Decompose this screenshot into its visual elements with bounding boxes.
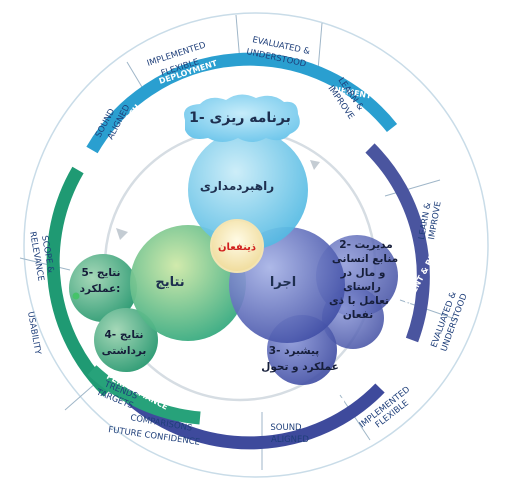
outer-ring [23,12,489,478]
step4-line2: برداشتی [102,345,147,357]
step3-line2: عملکرد و تحول [261,361,339,373]
ring-label-approach-bottom: APPROACH [268,402,318,414]
step3-line1: 3- پیشبرد [269,345,320,357]
planning-cloud [184,94,300,142]
step5-line1: 5- نتایج [81,267,120,279]
ring-band-bottom-green [87,365,201,425]
step2-line3: و مال در [340,267,386,279]
leadership-label: راهبردمداری [200,179,274,193]
step4-circle [94,308,158,372]
outer-label-sound-bottom: SOUND [270,423,302,433]
cycle-arrow-1 [310,160,320,170]
step2-line5: تعامل با ذی [329,295,389,307]
ring-band-left [46,166,113,397]
results-label: نتایج [155,275,184,290]
step5-circle [69,254,137,322]
marker-dot [72,292,80,300]
step2-line2: منابع انسانی [332,253,398,265]
cycle-arrow-2 [116,228,128,240]
leadership-circle [188,130,308,250]
step5-line2: عملکرد: [80,283,121,295]
stakeholders-circle [210,219,264,273]
ring-band-top [86,52,398,154]
outer-label-aligned-bottom: ALIGNED [271,435,309,445]
planning-label: 1- برنامه ریزی [189,110,291,126]
ring-band-right [365,143,430,343]
stakeholders-label: ذینفعان [218,242,256,253]
outer-label-usability: USABILITY [25,311,43,356]
execution-label: اجرا [270,275,296,290]
step2-line1: 2- مدیریت [339,239,392,251]
step2-line6: نفعان [343,309,373,321]
step4-line1: 4- نتایج [104,329,143,341]
step2-line4: راستای [343,281,381,293]
ring-band-bottom [125,383,385,450]
